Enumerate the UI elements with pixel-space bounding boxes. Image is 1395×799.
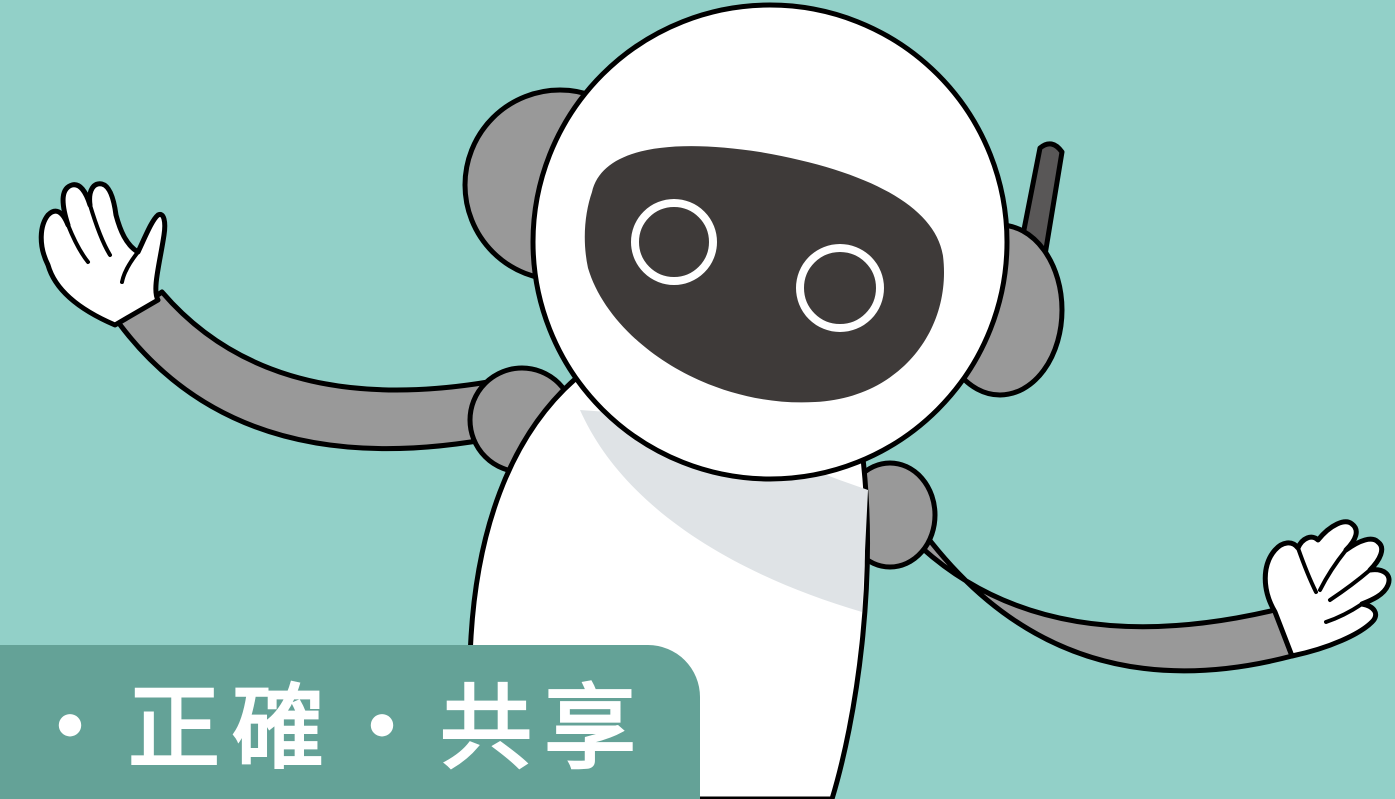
caption-text: ・正確・共享 [24, 675, 649, 782]
caption-banner: ・正確・共享 [0, 645, 700, 799]
left-eye [631, 199, 717, 285]
right-eye [796, 244, 884, 332]
waving-hand-icon [38, 181, 168, 328]
open-hand-icon [1262, 519, 1392, 659]
body-shadow [580, 410, 868, 612]
visor [584, 146, 945, 403]
antenna [1017, 141, 1065, 258]
